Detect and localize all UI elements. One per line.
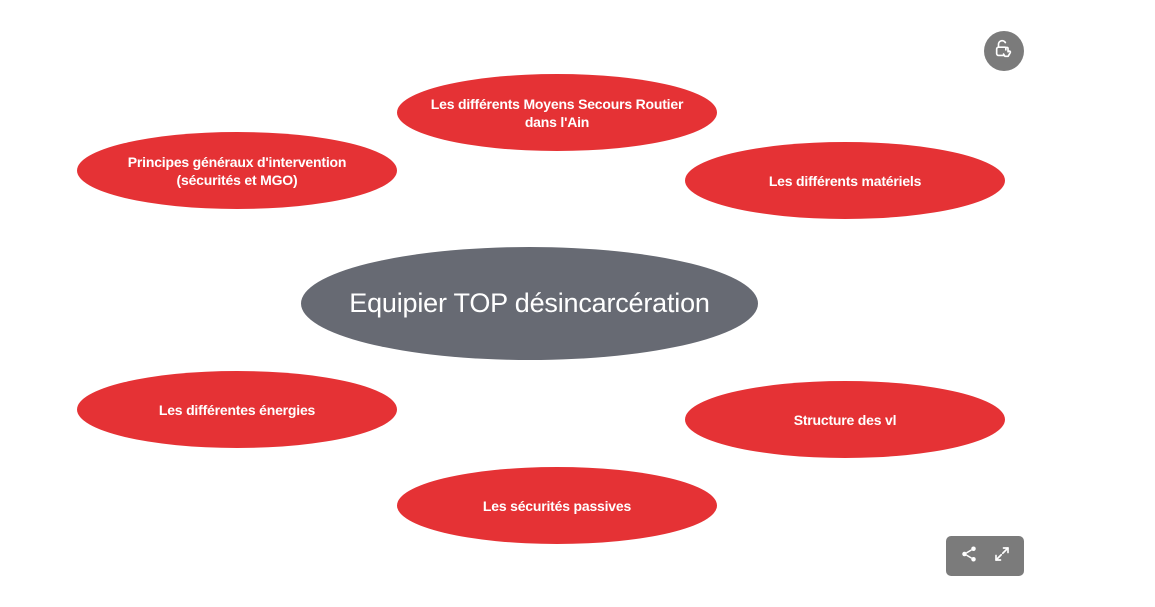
topic-label: Les différentes énergies [158, 401, 316, 418]
unlock-pointer-icon [993, 38, 1015, 65]
viewer-toolbar [946, 536, 1024, 576]
topic-securites-passives[interactable]: Les sécurités passives [397, 467, 717, 544]
topic-structure-des-vl[interactable]: Structure des vl [685, 381, 1005, 458]
share-icon [960, 545, 978, 568]
topic-differentes-energies[interactable]: Les différentes énergies [77, 371, 397, 448]
topic-label: Les sécurités passives [482, 497, 632, 514]
topic-label: Les différents matériels [768, 172, 922, 189]
topic-label: Structure des vl [793, 411, 897, 428]
topic-label: Les différents Moyens Secours Routier da… [430, 95, 684, 130]
fullscreen-expand-icon [993, 545, 1011, 568]
share-button[interactable] [956, 543, 982, 569]
topic-label: Principes généraux d'intervention (sécur… [127, 153, 347, 188]
fullscreen-button[interactable] [989, 543, 1015, 569]
topic-moyens-secours-routier[interactable]: Les différents Moyens Secours Routier da… [397, 74, 717, 151]
topic-differents-materiels[interactable]: Les différents matériels [685, 142, 1005, 219]
central-topic-label: Equipier TOP désincarcération [349, 288, 710, 318]
topic-principes-generaux[interactable]: Principes généraux d'intervention (sécur… [77, 132, 397, 209]
unlock-interaction-button[interactable] [984, 31, 1024, 71]
central-topic[interactable]: Equipier TOP désincarcération [301, 247, 758, 360]
